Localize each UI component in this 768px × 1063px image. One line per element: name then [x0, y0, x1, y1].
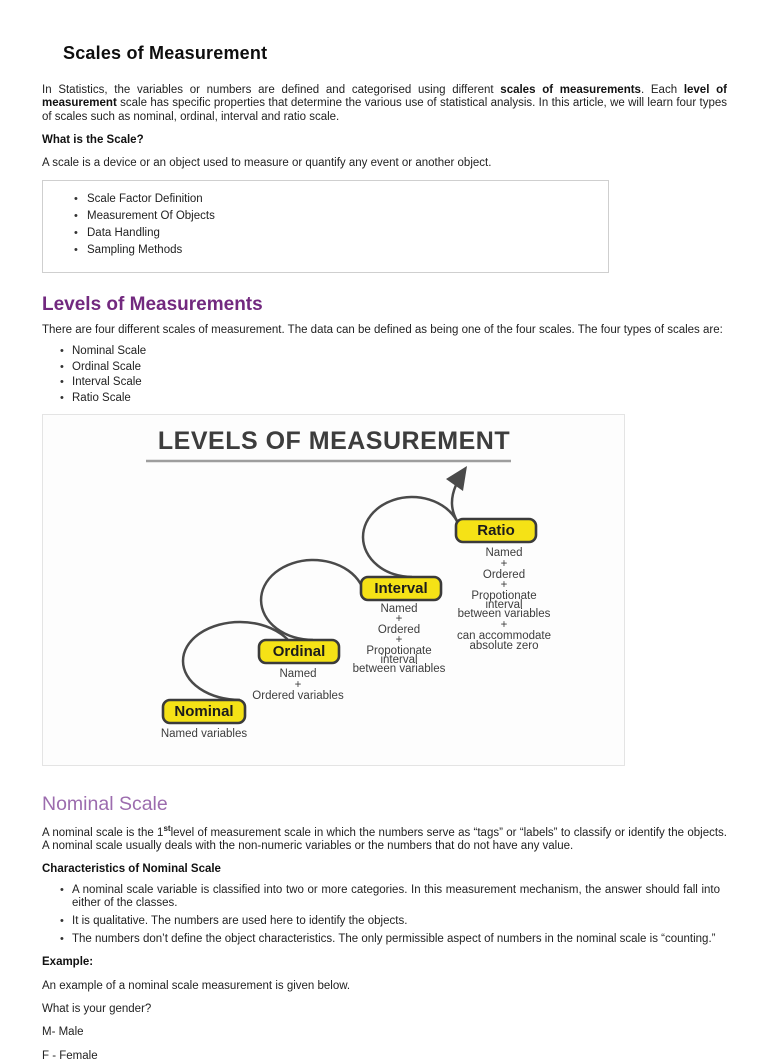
page-title: Scales of Measurement: [63, 43, 268, 63]
diagram-title: LEVELS OF MEASUREMENT: [158, 427, 510, 455]
list-item: Interval Scale: [60, 375, 726, 391]
list-item: The numbers don’t define the object char…: [60, 933, 726, 947]
loop-arc-nominal-ordinal: [181, 620, 299, 702]
what-is-scale-text: A scale is a device or an object used to…: [42, 157, 492, 170]
list-item: It is qualitative. The numbers are used …: [60, 915, 726, 929]
nominal-text-2: level of measurement scale in which the …: [42, 826, 727, 852]
node-label-ratio: Ratio: [477, 522, 515, 539]
diagram-svg: LEVELS OF MEASUREMENT Ratio Named + Orde…: [146, 427, 551, 740]
note-line: +: [396, 613, 403, 625]
diagram-node-ratio: [454, 517, 538, 544]
intro-text-2: . Each: [640, 84, 684, 96]
list-item: Ratio Scale: [60, 391, 726, 407]
arrow-shaft: [450, 484, 459, 522]
list-item: Ordinal Scale: [60, 360, 726, 376]
document-page: Scales of Measurement In Statistics, the…: [0, 0, 768, 1024]
loop-arc-ordinal-interval: [259, 558, 367, 642]
nominal-paragraph: A nominal scale is the 1stlevel of measu…: [42, 824, 727, 853]
nominal-text-1: A nominal scale is the 1: [42, 826, 164, 839]
note-line: Named variables: [161, 728, 248, 740]
intro-text-3: scale has specific properties that deter…: [42, 97, 727, 123]
node-label-ordinal: Ordinal: [273, 643, 326, 660]
list-item[interactable]: Sampling Methods: [74, 242, 598, 259]
note-line: Ordered: [483, 569, 525, 581]
note-line: Named: [279, 668, 316, 680]
list-item[interactable]: Scale Factor Definition: [74, 191, 598, 208]
note-line: +: [295, 679, 302, 691]
note-line: between variables: [353, 663, 446, 675]
intro-bold-2: level of measurement: [42, 84, 727, 110]
note-line: Ordered variables: [252, 690, 344, 702]
note-line: +: [501, 558, 508, 570]
male-line: M- Male: [42, 1026, 84, 1039]
example-line: An example of a nominal scale measuremen…: [42, 979, 351, 992]
loop-arc-interval-ratio: [361, 495, 463, 579]
note-line: interval: [485, 599, 522, 611]
list-item[interactable]: Data Handling: [74, 225, 598, 242]
arrow-up-icon: [446, 465, 467, 491]
list-item: Nominal Scale: [60, 344, 726, 360]
note-line: absolute zero: [469, 640, 538, 652]
related-topics-box: Scale Factor Definition Measurement Of O…: [42, 179, 609, 273]
female-line: F - Female: [42, 1049, 98, 1062]
intro-paragraph: In Statistics, the variables or numbers …: [42, 84, 727, 124]
note-line: Propotionate: [471, 590, 536, 602]
levels-of-measurement-diagram: LEVELS OF MEASUREMENT Ratio Named + Orde…: [42, 413, 625, 766]
levels-of-measurements-heading: Levels of Measurements: [42, 293, 263, 315]
characteristics-list: A nominal scale variable is classified i…: [42, 884, 726, 947]
note-line: Propotionate: [366, 645, 431, 657]
intro-bold-1: scales of measurements: [500, 84, 641, 96]
node-label-nominal: Nominal: [174, 703, 233, 720]
diagram-node-ordinal: [257, 638, 341, 665]
node-label-interval: Interval: [374, 580, 427, 597]
note-line: Named: [485, 547, 522, 559]
gender-question: What is your gender?: [42, 1002, 152, 1015]
example-heading: Example:: [42, 956, 94, 969]
note-line: interval: [380, 654, 417, 666]
levels-intro: There are four different scales of measu…: [42, 323, 723, 336]
diagram-node-interval: [359, 575, 443, 602]
note-line: between variables: [458, 608, 551, 620]
note-line: Ordered: [378, 624, 420, 636]
note-line: +: [501, 619, 508, 631]
list-item[interactable]: Measurement Of Objects: [74, 208, 598, 225]
intro-text-1: In Statistics, the variables or numbers …: [42, 84, 501, 96]
list-item: A nominal scale variable is classified i…: [60, 884, 726, 911]
note-line: Named: [380, 603, 417, 615]
note-line: +: [396, 634, 403, 646]
note-line: +: [501, 579, 508, 591]
note-line: can accommodate: [457, 630, 551, 642]
nominal-scale-heading: Nominal Scale: [42, 792, 168, 815]
levels-list: Nominal Scale Ordinal Scale Interval Sca…: [42, 344, 726, 407]
ordinal-superscript: st: [163, 823, 171, 833]
what-is-scale-heading: What is the Scale?: [42, 133, 144, 146]
characteristics-heading: Characteristics of Nominal Scale: [42, 863, 221, 876]
diagram-node-nominal: [161, 698, 247, 725]
